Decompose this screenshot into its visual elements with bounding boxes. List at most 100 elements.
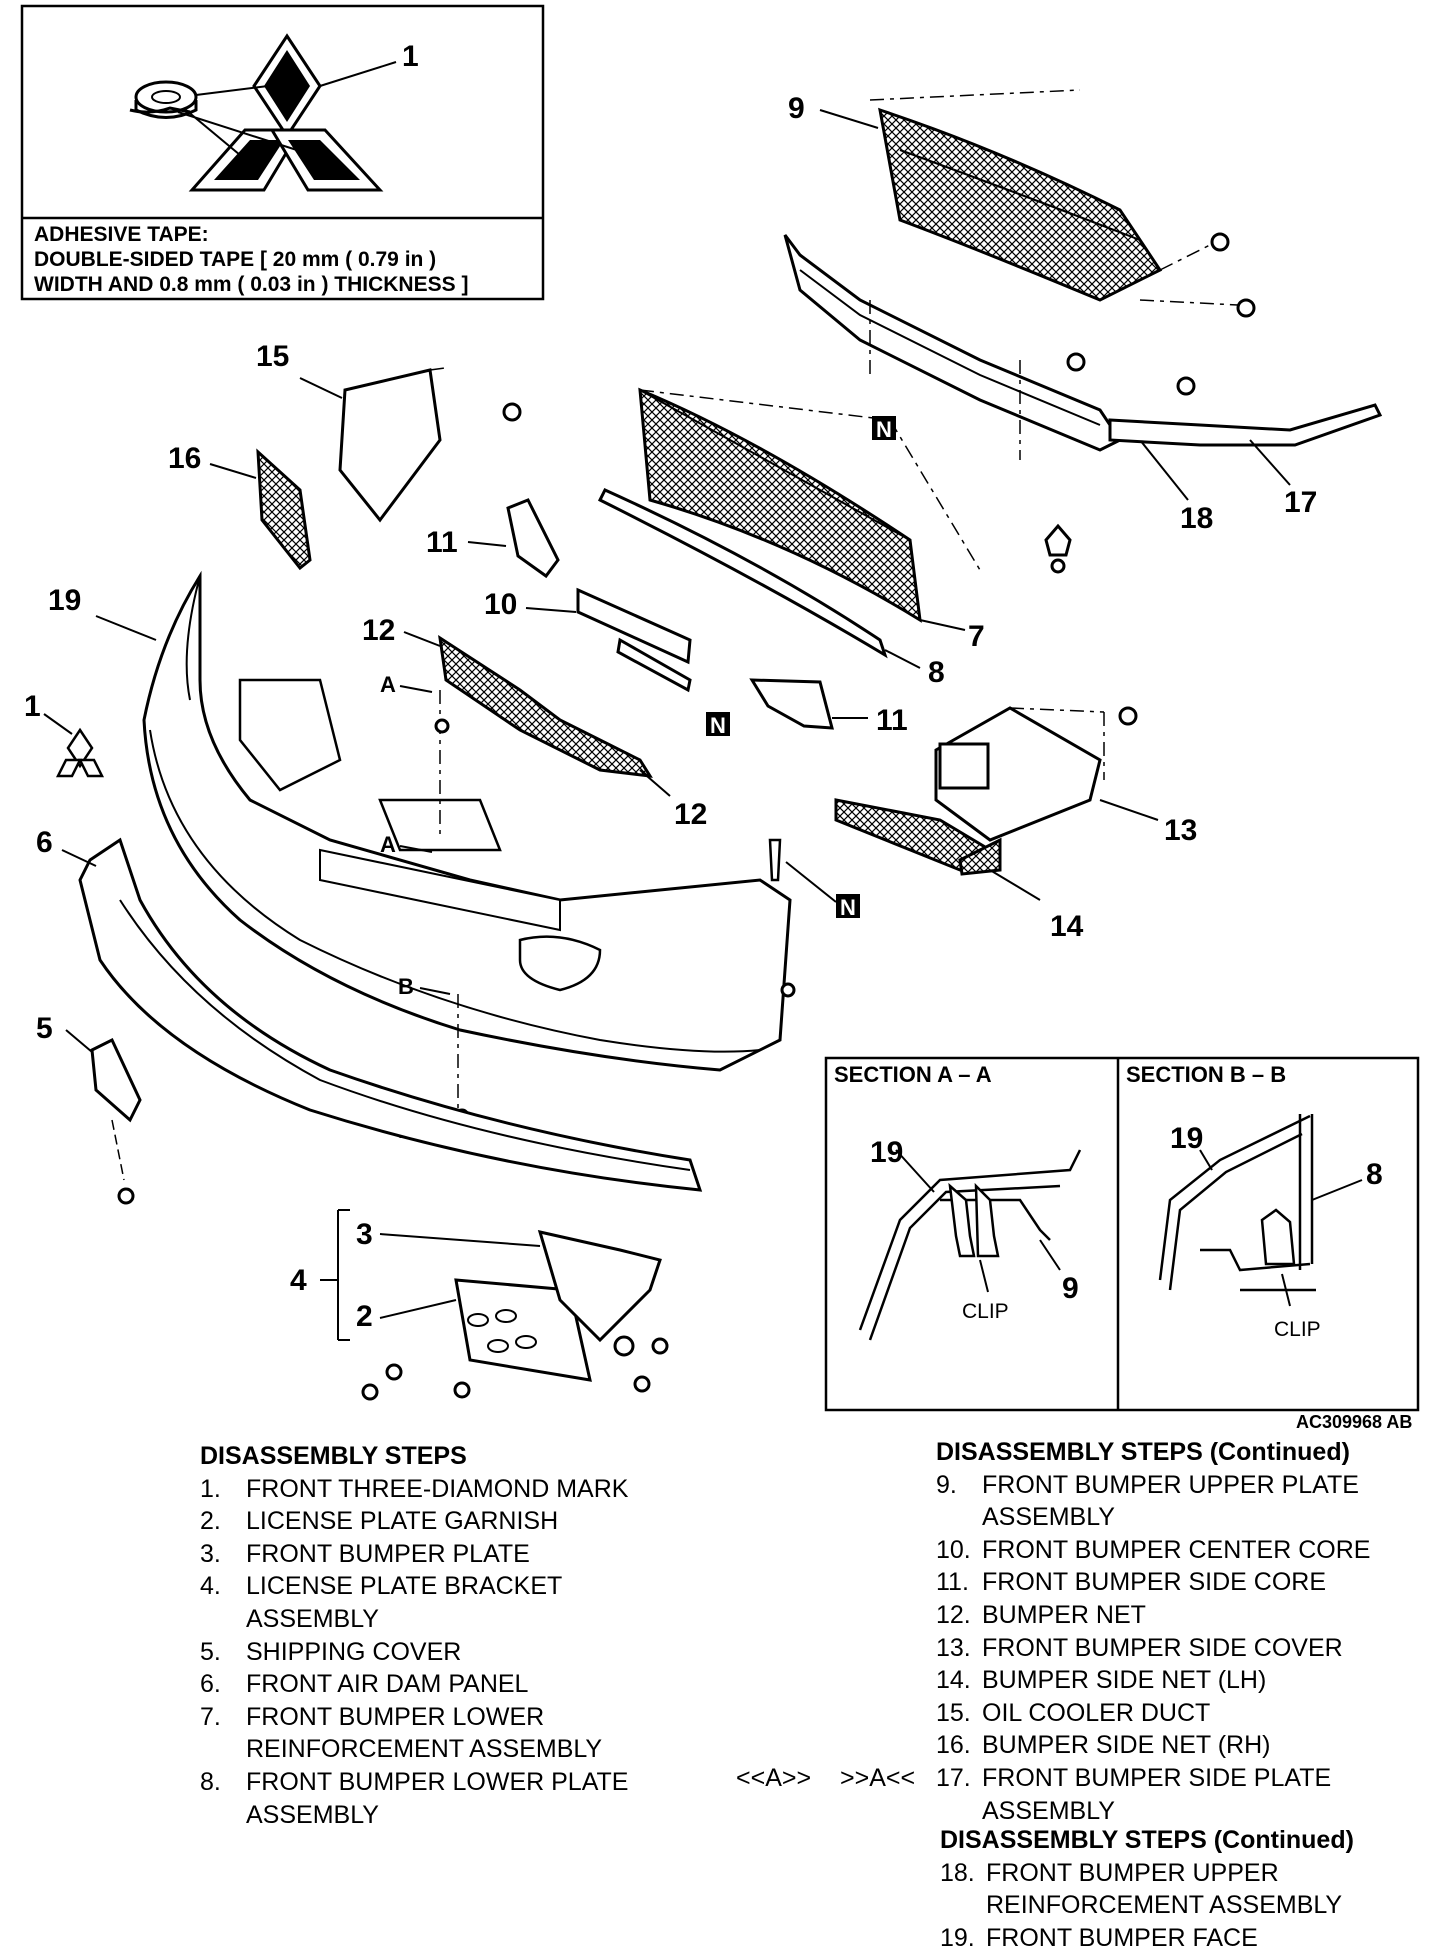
callout-1: 1 [24,690,41,723]
section-b-marker-1: B [398,974,414,999]
section-a-marker-1: A [380,672,396,697]
step-item: 15.OIL COOLER DUCT [936,1698,1211,1727]
callout-12-top: 12 [362,614,395,647]
center-core-10: 10 [484,587,692,693]
section-bb-callout-19: 19 [1170,1122,1203,1155]
callout-1-inset: 1 [402,40,419,73]
step-item: 16.BUMPER SIDE NET (RH) [936,1731,1271,1760]
step-item: 7.FRONT BUMPER LOWER [200,1702,545,1731]
step-item: 13.FRONT BUMPER SIDE COVER [936,1633,1343,1662]
license-bracket-assembly-4: 4 3 2 [290,1209,669,1401]
callout-16: 16 [168,442,201,475]
section-markers: A A B B [380,672,837,1143]
section-aa-title: SECTION A – A [834,1062,992,1087]
callout-8: 8 [928,656,945,689]
step-item: 6.FRONT AIR DAM PANEL [200,1670,529,1699]
section-bb-callout-8: 8 [1366,1158,1383,1191]
section-bb-title: SECTION B – B [1126,1062,1286,1087]
three-diamond-inset: 1 [20,4,545,301]
bumper-face-19: 19 [48,570,792,1072]
side-cover-13: 13 [934,706,1197,847]
step-item-continuation: REINFORCEMENT ASSEMBLY [246,1735,603,1764]
section-aa-callout-9: 9 [1062,1272,1079,1305]
callout-5: 5 [36,1012,53,1045]
bumper-net-12: 12 12 [362,614,707,831]
step-item: 9.FRONT BUMPER UPPER PLATE [936,1470,1359,1499]
step-item-continuation: ASSEMBLY [982,1503,1115,1532]
step-item-continuation: REINFORCEMENT ASSEMBLY [986,1891,1343,1920]
callout-11-top: 11 [426,526,458,559]
n-mark-1: N [876,417,892,442]
callout-12-bottom: 12 [674,798,707,831]
air-dam-panel-6: 6 [36,826,703,1192]
upper-plate-assembly-9: 9 [788,89,1239,306]
section-bb-clip-label: CLIP [1274,1318,1321,1341]
side-plate-assembly-17: 17 [1108,403,1383,519]
step-item: 8.FRONT BUMPER LOWER PLATE [200,1767,629,1796]
step-item: 18.FRONT BUMPER UPPER [940,1858,1279,1887]
oil-cooler-duct-15: 15 [256,340,522,523]
step-item: 2.LICENSE PLATE GARNISH [200,1507,559,1536]
step-item: 19.FRONT BUMPER FACE [940,1923,1258,1952]
replacement-part-marks: N N N [706,416,896,920]
step-item: 4.LICENSE PLATE BRACKET [200,1572,563,1601]
step-item-continuation: ASSEMBLY [246,1800,379,1829]
section-aa-drawing: 19 9 CLIP [858,1136,1082,1341]
callout-15: 15 [256,340,289,373]
adhesive-line-2: DOUBLE-SIDED TAPE [ 20 mm ( 0.79 in ) [34,248,437,271]
adhesive-line-3: WIDTH AND 0.8 mm ( 0.03 in ) THICKNESS ] [34,273,469,296]
step-item: 3.FRONT BUMPER PLATE [200,1539,530,1568]
step-item: 11.FRONT BUMPER SIDE CORE [936,1568,1327,1597]
side-core-11-right: 11 [749,678,908,737]
lower-plate-8: 8 [597,488,945,689]
callout-3: 3 [356,1218,373,1251]
steps-heading-continued: DISASSEMBLY STEPS (Continued) [936,1438,1350,1466]
callout-4: 4 [290,1264,307,1297]
step-item: 5.SHIPPING COVER [200,1637,462,1666]
callout-18: 18 [1180,502,1213,535]
three-diamond-logo [188,33,384,192]
section-views: SECTION A – A SECTION B – B 19 9 CLIP 19 [824,1056,1420,1412]
side-net-lh-14: 14 [834,798,1084,943]
n-mark-2: N [710,713,726,738]
steps-column-1: DISASSEMBLY STEPS 1.FRONT THREE-DIAMOND … [200,1440,720,1831]
callout-14: 14 [1050,910,1084,943]
adhesive-note: ADHESIVE TAPE: DOUBLE-SIDED TAPE [ 20 mm… [34,222,468,297]
steps-column-3: DISASSEMBLY STEPS (Continued) 18.FRONT B… [940,1824,1420,1954]
steps-column-2: DISASSEMBLY STEPS (Continued) 9.FRONT BU… [936,1436,1436,1827]
section-aa-callout-19: 19 [870,1136,903,1169]
callout-13: 13 [1164,814,1197,847]
callout-6: 6 [36,826,53,859]
step-item: 17.FRONT BUMPER SIDE PLATE [936,1763,1332,1792]
callout-7: 7 [968,620,985,653]
n-mark-3: N [840,895,856,920]
lower-reinforcement-7: 7 [638,387,985,653]
step-17-markers: <<A>> >>A<< [736,1764,916,1792]
adhesive-tape-roll-icon [129,80,198,119]
section-aa-clip-label: CLIP [962,1300,1009,1323]
adhesive-line-1: ADHESIVE TAPE: [34,223,209,246]
step-item: 14.BUMPER SIDE NET (LH) [936,1666,1267,1695]
callout-17: 17 [1284,486,1317,519]
front-diamond-mark-1: 1 [24,690,105,778]
step-item-continuation: ASSEMBLY [246,1604,379,1633]
upper-reinforcement-18: 18 [783,234,1213,535]
callout-19: 19 [48,584,81,617]
steps-heading: DISASSEMBLY STEPS [200,1442,467,1470]
side-net-rh-16: 16 [168,442,312,571]
step-item-continuation: ASSEMBLY [982,1796,1115,1825]
steps-heading-continued-2: DISASSEMBLY STEPS (Continued) [940,1826,1354,1854]
callout-2: 2 [356,1300,373,1333]
step-item: 12.BUMPER NET [936,1600,1146,1629]
step-item: 10.FRONT BUMPER CENTER CORE [936,1535,1371,1564]
section-bb-drawing: 19 8 CLIP [1158,1114,1383,1341]
callout-11-right: 11 [876,704,908,737]
callout-9: 9 [788,92,805,125]
callout-10: 10 [484,588,517,621]
section-a-marker-2: A [380,832,396,857]
figure-code: AC309968 AB [1296,1412,1412,1432]
shipping-cover-5: 5 [36,1012,142,1205]
bolts-top-right [1044,232,1256,574]
side-core-11-top: 11 [426,498,560,579]
